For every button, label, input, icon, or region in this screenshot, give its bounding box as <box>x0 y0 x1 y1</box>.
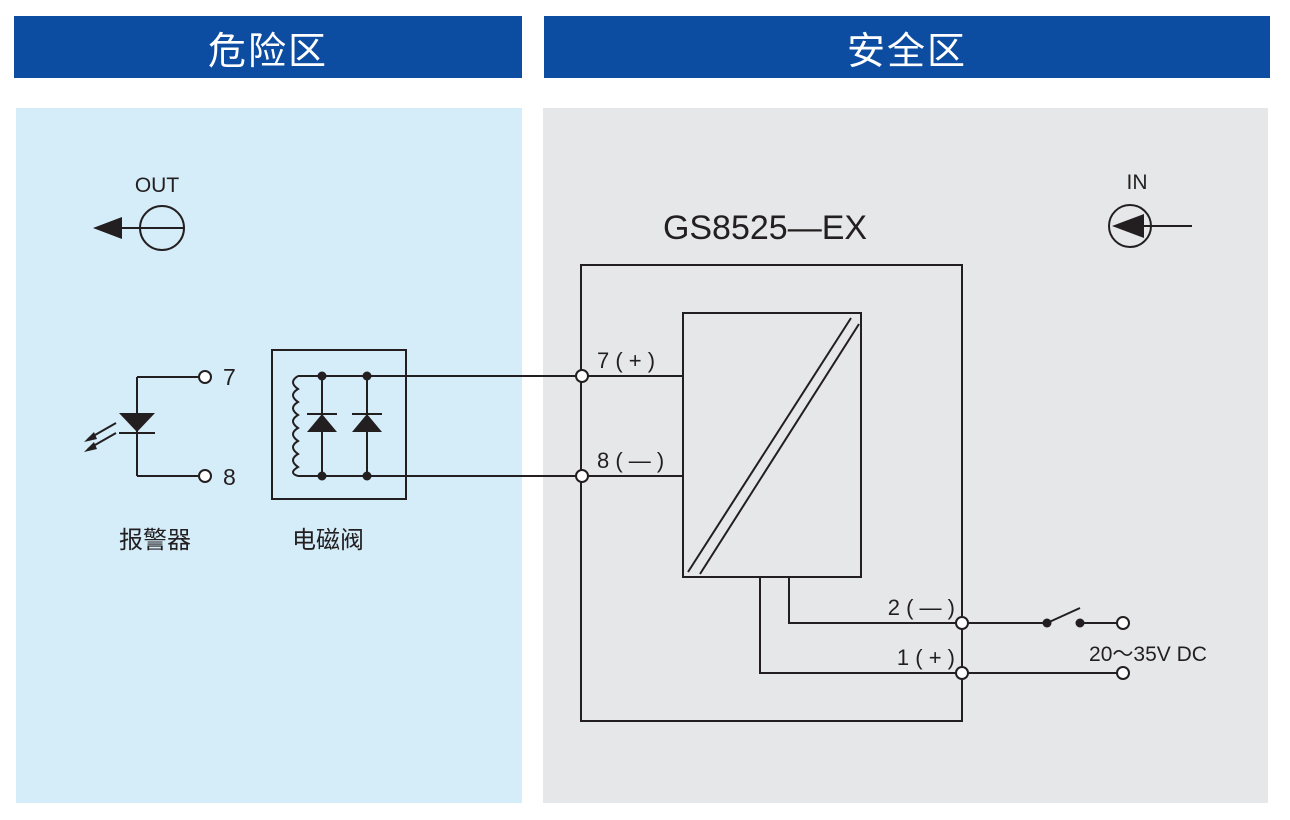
hazard-zone-panel <box>16 108 522 803</box>
field-terminal-7-label: 7 <box>223 364 236 390</box>
alarm-led-symbol <box>84 370 212 483</box>
alarm-label: 报警器 <box>119 526 191 554</box>
terminal-7-node <box>575 369 589 383</box>
power-supply-label: 20～35V DC <box>1089 643 1207 666</box>
device-enclosure <box>580 264 963 722</box>
solenoid-valve-symbol <box>271 349 582 500</box>
isolator-module-symbol <box>682 312 862 578</box>
hazard-zone-title: 危险区 <box>14 16 522 78</box>
terminal-1-node <box>955 666 969 680</box>
terminal-1-label: 1 ( + ) <box>897 645 955 670</box>
device-model-label: GS8525—EX <box>663 209 867 247</box>
field-terminal-8-label: 8 <box>223 464 236 490</box>
terminal-8-label: 8 ( — ) <box>597 448 664 473</box>
terminal-8-node <box>575 469 589 483</box>
safe-zone-panel <box>543 108 1268 803</box>
terminal-7-label: 7 ( + ) <box>597 348 655 373</box>
safe-zone-title: 安全区 <box>544 16 1270 78</box>
in-label: IN <box>1127 171 1148 194</box>
out-label: OUT <box>135 174 180 197</box>
power-supply-wiring <box>968 607 1130 680</box>
out-arrow-icon <box>93 205 185 251</box>
in-arrow-icon <box>1108 204 1192 248</box>
terminal-2-label: 2 ( — ) <box>888 595 955 620</box>
terminal-2-node <box>955 616 969 630</box>
valve-label: 电磁阀 <box>292 526 364 554</box>
